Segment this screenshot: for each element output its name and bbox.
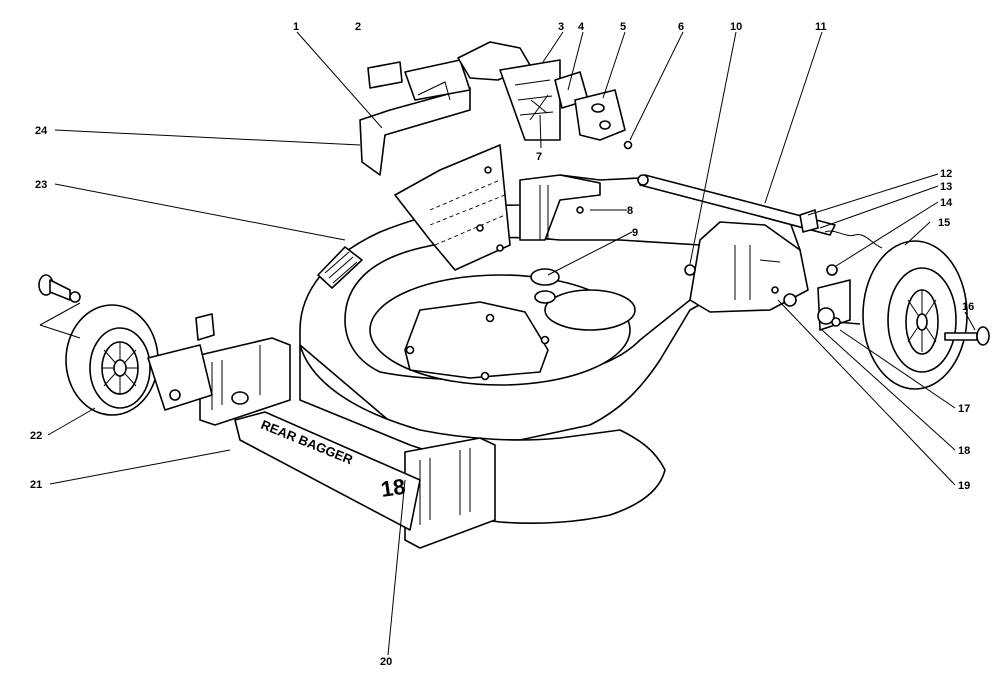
rear-wheel-bracket [771,279,851,331]
callout-22: 22 [30,430,42,442]
callout-9: 9 [632,227,638,239]
callout-11: 11 [815,21,827,33]
callout-4: 4 [578,21,585,33]
shaft-opening [544,289,636,331]
warning-decal [367,61,403,89]
callout-10: 10 [730,21,742,33]
side-plate [574,89,626,141]
callout-1: 1 [293,21,299,33]
callout-20: 20 [380,656,392,668]
handle-tube [637,174,836,236]
mount-hole [405,345,415,355]
mount-hole [485,313,495,323]
deck-size-label: 18 [379,474,407,502]
front-right-adjuster [404,437,496,549]
callout-14: 14 [940,197,953,209]
deck-skirt [299,344,666,524]
front-left-adjuster [199,337,291,426]
mount-hole [480,371,490,381]
rear-wheel [862,240,968,390]
callout-6: 6 [678,21,684,33]
callout-5: 5 [620,21,626,33]
callout-12: 12 [940,168,952,180]
axle-bolt-16 [944,326,990,346]
callout-15: 15 [938,217,950,229]
wheel-bolt-18 [831,317,861,327]
callout-3: 3 [558,21,564,33]
bolt-8 [576,206,584,214]
callout-17: 17 [958,403,970,415]
callout-19: 19 [958,480,970,492]
callout-16: 16 [962,301,974,313]
deck-decal [317,246,363,289]
handle-bracket [359,59,471,176]
handle-grip [799,209,819,233]
front-wheel [65,304,159,416]
engine-opening [404,301,549,379]
callout-2: 2 [355,21,361,33]
callout-23: 23 [35,179,47,191]
screw-6 [623,140,633,150]
callout-8: 8 [627,205,633,217]
nut-14 [826,264,838,276]
callout-13: 13 [940,181,952,193]
callout-18: 18 [958,445,970,457]
callout-24: 24 [35,125,48,137]
mower-deck [299,174,809,524]
mount-hole [540,335,550,345]
nut-10 [684,264,696,276]
callout-labels: 1 2 3 4 5 6 7 8 9 10 11 12 13 14 15 16 1… [30,21,974,668]
leader-lines [47,31,976,656]
spring-13 [824,230,883,249]
discharge-chute-door [394,144,511,271]
callout-21: 21 [30,479,42,491]
callout-7: 7 [536,151,542,163]
front-axle-bolt [38,274,81,303]
front-wheel-bracket [147,313,215,411]
throttle-control [457,41,561,141]
